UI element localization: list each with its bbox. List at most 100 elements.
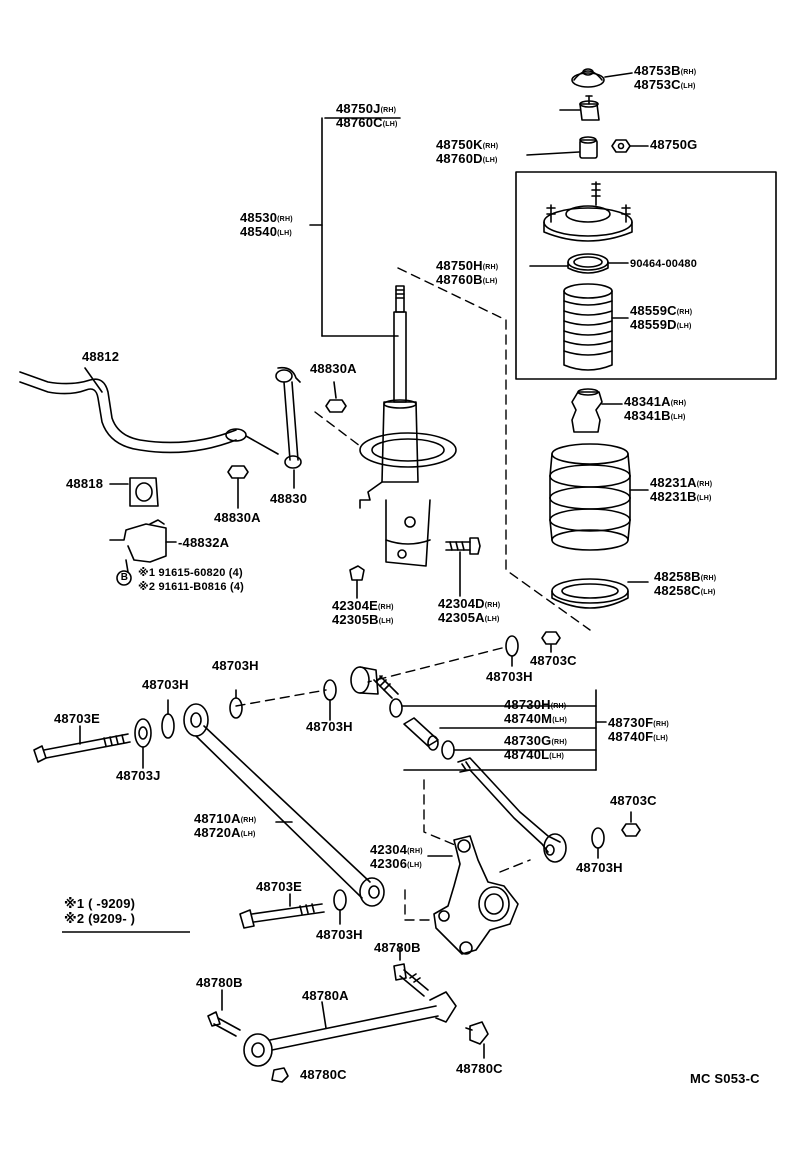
- part-label-48703J: 48703J: [116, 768, 161, 783]
- support-assembly-box: [515, 171, 777, 380]
- part-label-48720A: 48720A(LH): [194, 825, 256, 840]
- nut-48780C-a: [271, 1067, 289, 1083]
- part-label-48740F: 48740F(LH): [608, 729, 669, 744]
- spring-seat-ring: [567, 253, 609, 274]
- collar: [579, 136, 598, 159]
- upper-mount-cap: [571, 68, 605, 88]
- part-label-48730G: 48730G(RH): [504, 733, 568, 748]
- part-label-42304E: 42304E(RH): [332, 598, 394, 613]
- bound-stopper-nut: [579, 95, 600, 121]
- part-label-42306: 42306(LH): [370, 856, 422, 871]
- part-label-48710A: 48710A(RH): [194, 811, 257, 826]
- bump-stopper: [571, 388, 603, 433]
- part-label-48703H-b: 48703H: [212, 658, 259, 673]
- bushing-48703J: [134, 718, 152, 748]
- part-label-42305A: 42305A(LH): [438, 610, 500, 625]
- nut-42304E: [349, 565, 365, 581]
- part-label-48753C: 48753C(LH): [634, 77, 696, 92]
- legend-line-1: ※1 ( -9209): [64, 896, 136, 911]
- suspension-support: [543, 181, 633, 242]
- part-label-48780B-b: 48780B: [196, 975, 243, 990]
- part-label-48341A: 48341A(RH): [624, 394, 687, 409]
- dashed-guides: [235, 267, 591, 921]
- bushing-48730G: [441, 740, 455, 760]
- part-label-48740M: 48740M(LH): [504, 711, 567, 726]
- part-label-48258B: 48258B(RH): [654, 569, 717, 584]
- part-label-48818: 48818: [66, 476, 104, 491]
- part-label-48341B: 48341B(LH): [624, 408, 686, 423]
- washer-48703H-f: [333, 889, 347, 911]
- dust-boot-bellows: [563, 283, 613, 371]
- rear-lateral-rod: [457, 757, 567, 863]
- diagram-code: MC S053-C: [690, 1071, 760, 1086]
- nut-48703C-a: [541, 631, 561, 645]
- bolt-marker-letter: B: [120, 572, 129, 583]
- bushing-48730H: [389, 698, 403, 718]
- nut-48780C-b: [465, 1021, 489, 1045]
- part-label-48832A: -48832A: [178, 535, 230, 550]
- part-label-48740L: 48740L(LH): [504, 747, 565, 762]
- lower-spring-insulator: [551, 578, 629, 609]
- part-label-48258C: 48258C(LH): [654, 583, 716, 598]
- stabilizer-bar: [19, 371, 247, 454]
- washer-48703H-b: [591, 827, 605, 849]
- part-label-48760C: 48760C(LH): [336, 115, 398, 130]
- stabilizer-link: [245, 366, 302, 469]
- part-label-48540: 48540(LH): [240, 224, 292, 239]
- part-label-90464: 90464-00480: [630, 258, 698, 270]
- part-label-42304: 42304(RH): [370, 842, 423, 857]
- rear-axle-carrier-knuckle: [433, 835, 519, 955]
- bolt-48780B-a: [393, 963, 429, 997]
- bolt-48703E-a: [33, 733, 131, 763]
- part-label-48703H-d: 48703H: [306, 719, 353, 734]
- part-label-48703E-b: 48703E: [256, 879, 303, 894]
- nut-48703C-b: [621, 823, 641, 837]
- bolt-spec-1: ※1 91615-60820 (4): [138, 567, 243, 579]
- washer-48703H-e: [161, 713, 175, 739]
- stabilizer-bracket: [109, 519, 167, 563]
- part-label-48530: 48530(RH): [240, 210, 293, 225]
- part-label-48703E-a: 48703E: [54, 711, 101, 726]
- rear-arm-threaded-rod-upper: [373, 675, 399, 699]
- part-label-48703H-c: 48703H: [142, 677, 189, 692]
- part-label-48830: 48830: [270, 491, 308, 506]
- part-label-48780C-a: 48780C: [300, 1067, 347, 1082]
- nut-48750G: [611, 139, 631, 153]
- washer-48703H-a: [505, 635, 519, 657]
- coil-spring: [549, 443, 631, 551]
- legend-line-2: ※2 (9209- ): [64, 911, 136, 926]
- part-label-48703H-g: 48703H: [316, 927, 363, 942]
- part-label-48750G: 48750G: [650, 137, 698, 152]
- part-label-48830A-bottom: 48830A: [214, 510, 261, 525]
- part-label-48703C-b: 48703C: [610, 793, 657, 808]
- sleeve-48730F: [403, 717, 439, 751]
- part-label-48703H-a: 48703H: [486, 669, 533, 684]
- part-label-48760B: 48760B(LH): [436, 272, 498, 287]
- shock-absorber-strut: [359, 285, 457, 567]
- part-label-48559C: 48559C(RH): [630, 303, 693, 318]
- nut-48830A-top: [325, 399, 347, 413]
- part-label-48760D: 48760D(LH): [436, 151, 498, 166]
- part-label-48812: 48812: [82, 349, 120, 364]
- part-label-42305B: 42305B(LH): [332, 612, 394, 627]
- stabilizer-bushing: [129, 477, 159, 507]
- part-label-48231B: 48231B(LH): [650, 489, 712, 504]
- part-label-42304D: 42304D(RH): [438, 596, 501, 611]
- part-label-48703C-a: 48703C: [530, 653, 577, 668]
- nut-48830A-bottom: [227, 465, 249, 479]
- bolt-42304D: [445, 537, 481, 555]
- bolt-marker-circle: [116, 570, 132, 586]
- part-label-48730H: 48730H(RH): [504, 697, 567, 712]
- part-label-48780A: 48780A: [302, 988, 349, 1003]
- part-label-48750H: 48750H(RH): [436, 258, 499, 273]
- part-label-48830A-top: 48830A: [310, 361, 357, 376]
- part-label-48780C-b: 48780C: [456, 1061, 503, 1076]
- strut-rod: [243, 991, 457, 1067]
- bolt-48780B-b: [207, 1011, 241, 1037]
- part-label-48780B-a: 48780B: [374, 940, 421, 955]
- part-label-48231A: 48231A(RH): [650, 475, 713, 490]
- part-label-48559D: 48559D(LH): [630, 317, 692, 332]
- part-label-48750K: 48750K(RH): [436, 137, 499, 152]
- part-label-48750J: 48750J(RH): [336, 101, 397, 116]
